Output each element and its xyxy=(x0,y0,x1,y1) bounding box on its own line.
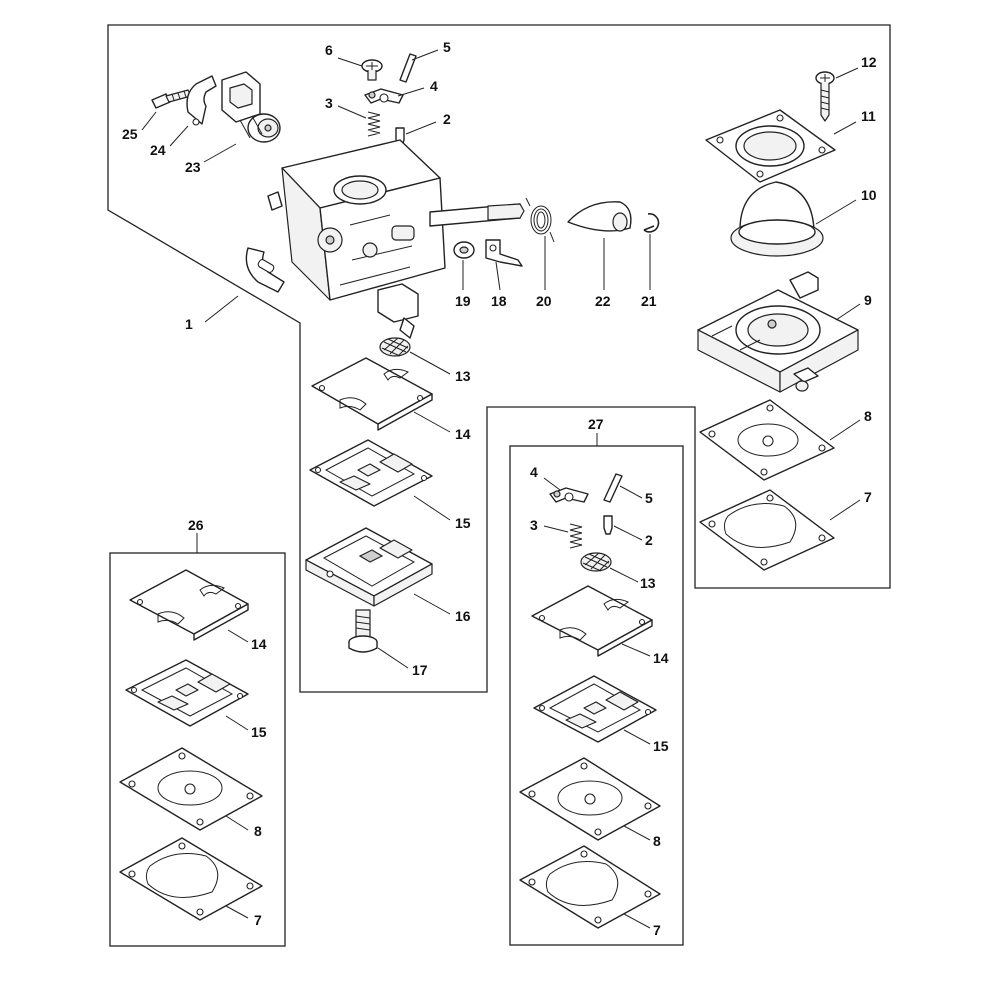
kit-26-diaphragm-14 xyxy=(129,569,249,641)
callout-6: 6 xyxy=(325,42,333,58)
callout-14-kit26: 14 xyxy=(251,636,267,652)
callout-18: 18 xyxy=(491,293,507,309)
screw-part-6 xyxy=(361,59,383,81)
nut-part-19 xyxy=(453,241,475,259)
kit-27-gasket-15 xyxy=(533,675,657,743)
callout-21: 21 xyxy=(641,293,657,309)
callout-12: 12 xyxy=(861,54,877,70)
callout-14-kit27: 14 xyxy=(653,650,669,666)
pin-part-5 xyxy=(399,53,417,83)
kit-26-diaphragm-8 xyxy=(119,747,263,831)
callout-26: 26 xyxy=(188,517,204,533)
kit-27-lever-4 xyxy=(549,487,589,503)
callout-4: 4 xyxy=(430,78,438,94)
callout-15-kit27: 15 xyxy=(653,738,669,754)
bracket-part-24 xyxy=(186,75,217,126)
callout-8-main: 8 xyxy=(864,408,872,424)
connector-part-23 xyxy=(221,71,281,143)
callout-14-main: 14 xyxy=(455,426,471,442)
callout-19: 19 xyxy=(455,293,471,309)
kit-26-gasket-15 xyxy=(125,659,249,727)
metering-diaphragm-part-14-main xyxy=(311,357,433,431)
cam-part-22 xyxy=(567,201,632,232)
callout-8-kit26: 8 xyxy=(254,823,262,839)
callout-27: 27 xyxy=(588,416,604,432)
screw-part-12 xyxy=(815,71,835,122)
callout-23: 23 xyxy=(185,159,201,175)
callout-7-kit26: 7 xyxy=(254,912,262,928)
callout-15-kit26: 15 xyxy=(251,724,267,740)
callout-9: 9 xyxy=(864,292,872,308)
callout-3: 3 xyxy=(325,95,333,111)
callout-4-kit27: 4 xyxy=(530,464,538,480)
callout-13-main: 13 xyxy=(455,368,471,384)
callout-13-kit27: 13 xyxy=(640,575,656,591)
kit-27-diaphragm-14 xyxy=(531,585,653,657)
callout-10: 10 xyxy=(861,187,877,203)
callout-5: 5 xyxy=(443,39,451,55)
clip-part-21 xyxy=(643,213,660,233)
plate-part-18 xyxy=(485,239,523,267)
callout-20: 20 xyxy=(536,293,552,309)
screw-part-17 xyxy=(348,609,378,653)
callout-3-kit27: 3 xyxy=(530,517,538,533)
carburetor-body-part-1 xyxy=(245,139,525,339)
kit-27-screen-13 xyxy=(580,552,612,572)
callout-1: 1 xyxy=(185,316,193,332)
cover-part-16 xyxy=(305,527,433,607)
pump-cover-part-9 xyxy=(697,271,859,393)
callout-24: 24 xyxy=(150,142,166,158)
callout-16: 16 xyxy=(455,608,471,624)
screw-part-25 xyxy=(151,89,192,109)
callout-2: 2 xyxy=(443,111,451,127)
kit-27-diaphragm-8 xyxy=(519,757,661,841)
callout-5-kit27: 5 xyxy=(645,490,653,506)
callout-8-kit27: 8 xyxy=(653,833,661,849)
callout-2-kit27: 2 xyxy=(645,532,653,548)
callout-15-main: 15 xyxy=(455,515,471,531)
callout-22: 22 xyxy=(595,293,611,309)
lever-part-4 xyxy=(364,88,404,104)
screen-part-13-main xyxy=(379,337,411,357)
kit-27-needle-2 xyxy=(603,515,613,535)
diaphragm-part-8-main xyxy=(699,399,835,481)
gasket-part-7-main xyxy=(699,489,835,571)
callout-labels: 1 6 5 4 3 2 25 24 23 19 18 20 22 21 12 1… xyxy=(122,39,877,938)
spring-part-3 xyxy=(367,111,381,137)
kit-27-spring-3 xyxy=(569,523,583,549)
flange-part-11 xyxy=(705,109,836,183)
spring-part-20 xyxy=(525,197,555,243)
callout-25: 25 xyxy=(122,126,138,142)
kit-27-pin-5 xyxy=(603,473,623,503)
leader-lines xyxy=(141,49,861,929)
callout-17: 17 xyxy=(412,662,428,678)
callout-7-kit27: 7 xyxy=(653,922,661,938)
callout-11: 11 xyxy=(861,108,876,124)
main-assembly-frame xyxy=(107,24,891,693)
kit-27-gasket-7 xyxy=(519,845,661,929)
kit-26-gasket-7 xyxy=(119,837,263,921)
callout-7-main: 7 xyxy=(864,489,872,505)
primer-bulb-part-10 xyxy=(730,181,824,257)
gasket-part-15-main xyxy=(309,439,433,507)
